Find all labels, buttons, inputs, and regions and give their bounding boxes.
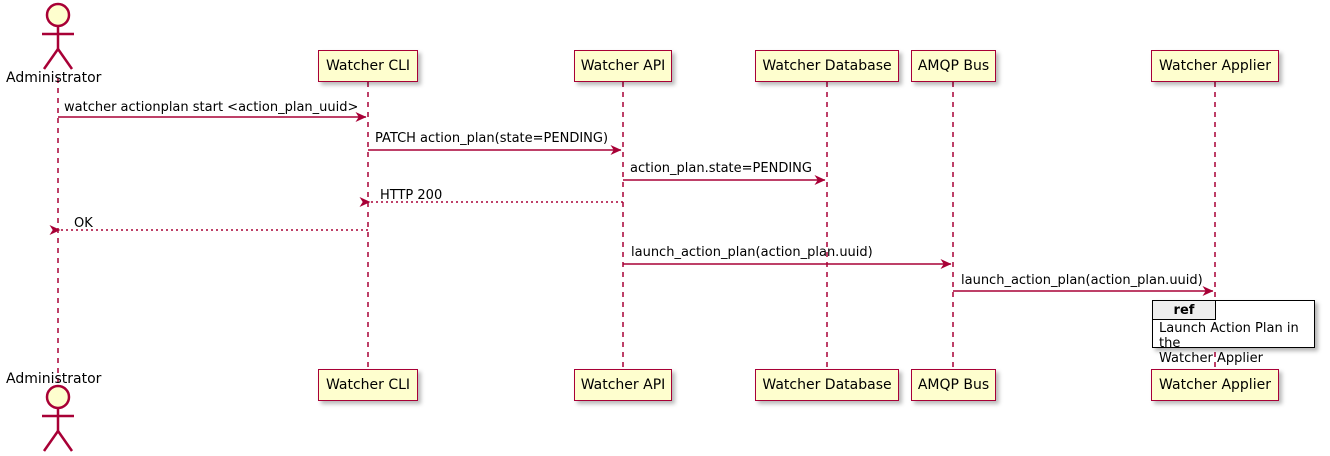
participant-label: Watcher API — [580, 58, 666, 74]
participant-label: Watcher CLI — [325, 377, 411, 393]
participant-label: AMQP Bus — [917, 377, 990, 393]
participant-label: Watcher Applier — [1159, 58, 1271, 74]
participant-label: Watcher Applier — [1159, 377, 1271, 393]
participant-amqp-bus-top[interactable]: AMQP Bus — [911, 50, 996, 82]
actor-leg-right — [56, 48, 74, 70]
participant-watcher-applier-top[interactable]: Watcher Applier — [1151, 50, 1279, 82]
ref-keyword-tab: ref — [1153, 301, 1216, 320]
participant-watcher-applier-bottom[interactable]: Watcher Applier — [1151, 369, 1279, 401]
actor-figures-group — [42, 2, 74, 452]
actor-leg-left — [42, 48, 60, 70]
actor-leg-left — [42, 430, 60, 452]
actor-label-administrator-top: Administrator — [6, 70, 102, 86]
message-label-7: launch_action_plan(action_plan.uuid) — [961, 273, 1203, 288]
lifelines-group — [57, 78, 1216, 396]
message-label-5: OK — [74, 216, 93, 231]
actor-head — [45, 2, 71, 28]
ref-body-text: Launch Action Plan in the Watcher Applie… — [1159, 321, 1299, 366]
message-arrows-group — [49, 112, 1214, 296]
actor-head — [45, 384, 71, 410]
participant-label: AMQP Bus — [917, 58, 990, 74]
message-label-6: launch_action_plan(action_plan.uuid) — [631, 245, 873, 260]
message-label-2: PATCH action_plan(state=PENDING) — [375, 131, 609, 146]
message-label-4: HTTP 200 — [380, 188, 443, 203]
ref-keyword-label: ref — [1173, 302, 1195, 318]
participant-label: Watcher API — [580, 377, 666, 393]
message-label-1: watcher actionplan start <action_plan_uu… — [64, 100, 359, 115]
participant-watcher-database-top[interactable]: Watcher Database — [755, 50, 899, 82]
actor-label-administrator-bottom: Administrator — [6, 371, 102, 387]
participant-watcher-cli-bottom[interactable]: Watcher CLI — [318, 369, 418, 401]
actor-figure-administrator-top — [42, 2, 74, 70]
actor-figure-administrator-bottom — [42, 384, 74, 452]
actor-leg-right — [56, 430, 74, 452]
message-label-3: action_plan.state=PENDING — [630, 161, 812, 176]
participant-amqp-bus-bottom[interactable]: AMQP Bus — [911, 369, 996, 401]
participant-watcher-api-bottom[interactable]: Watcher API — [574, 369, 672, 401]
participant-label: Watcher Database — [762, 58, 892, 74]
participant-watcher-cli-top[interactable]: Watcher CLI — [318, 50, 418, 82]
participant-label: Watcher Database — [762, 377, 892, 393]
ref-fragment: ref Launch Action Plan in the Watcher Ap… — [1152, 300, 1315, 366]
participant-watcher-database-bottom[interactable]: Watcher Database — [755, 369, 899, 401]
participant-label: Watcher CLI — [325, 58, 411, 74]
participant-watcher-api-top[interactable]: Watcher API — [574, 50, 672, 82]
